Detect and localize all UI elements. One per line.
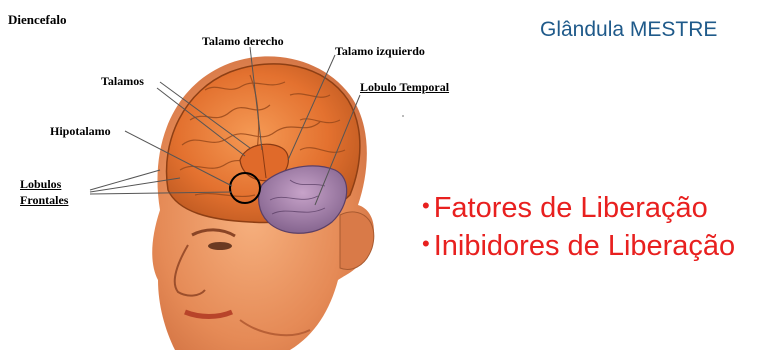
label-lobulos: Lobulos [20, 177, 61, 192]
bullet-dot-icon: • [422, 193, 430, 218]
bullet-list: •Fatores de Liberação •Inibidores de Lib… [422, 188, 735, 264]
label-lobulo-temporal: Lobulo Temporal [360, 80, 449, 95]
bullet-text: Inibidores de Liberação [434, 230, 735, 262]
label-talamo-izquierdo: Talamo izquierdo [335, 44, 425, 59]
bullet-item: •Inibidores de Liberação [422, 226, 735, 264]
bullet-text: Fatores de Liberação [434, 192, 708, 224]
label-talamos: Talamos [101, 74, 144, 89]
label-hipotalamo: Hipotalamo [50, 124, 111, 139]
label-talamo-derecho: Talamo derecho [202, 34, 284, 49]
slide-title: Diencefalo [8, 12, 66, 28]
bullet-item: •Fatores de Liberação [422, 188, 735, 226]
label-frontales: Frontales [20, 193, 68, 208]
bullet-dot-icon: • [422, 231, 430, 256]
stray-dot [402, 115, 404, 117]
slide-subtitle: Glândula MESTRE [540, 18, 717, 42]
